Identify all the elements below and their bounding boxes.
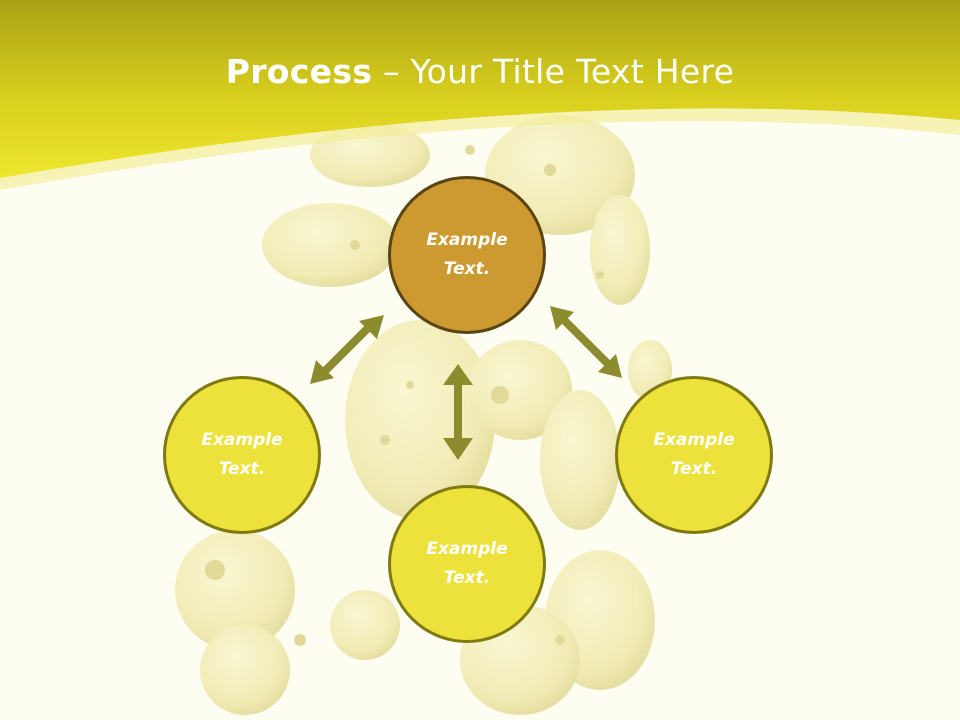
node-right-line2: Text.: [670, 459, 718, 479]
node-right-line1: Example: [653, 430, 735, 450]
node-top-line1: Example: [426, 230, 508, 250]
process-node-top: Example Text.: [388, 176, 546, 334]
node-bottom-line2: Text.: [443, 568, 491, 588]
title-rest: – Your Title Text Here: [372, 52, 735, 91]
slide-title: Process – Your Title Text Here: [0, 52, 960, 91]
arrow-top-bottom: [443, 364, 473, 460]
process-node-bottom: Example Text.: [388, 485, 546, 643]
header-band: [0, 0, 960, 178]
node-bottom-line1: Example: [426, 539, 508, 559]
title-bold: Process: [225, 52, 373, 91]
process-node-right: Example Text.: [615, 376, 773, 534]
process-node-left: Example Text.: [163, 376, 321, 534]
arrow-top-left: [310, 315, 384, 384]
node-left-line1: Example: [201, 430, 283, 450]
arrow-top-right: [550, 306, 622, 378]
node-top-line2: Text.: [443, 259, 491, 279]
diagram-arrows: [310, 306, 622, 460]
node-left-line2: Text.: [218, 459, 266, 479]
